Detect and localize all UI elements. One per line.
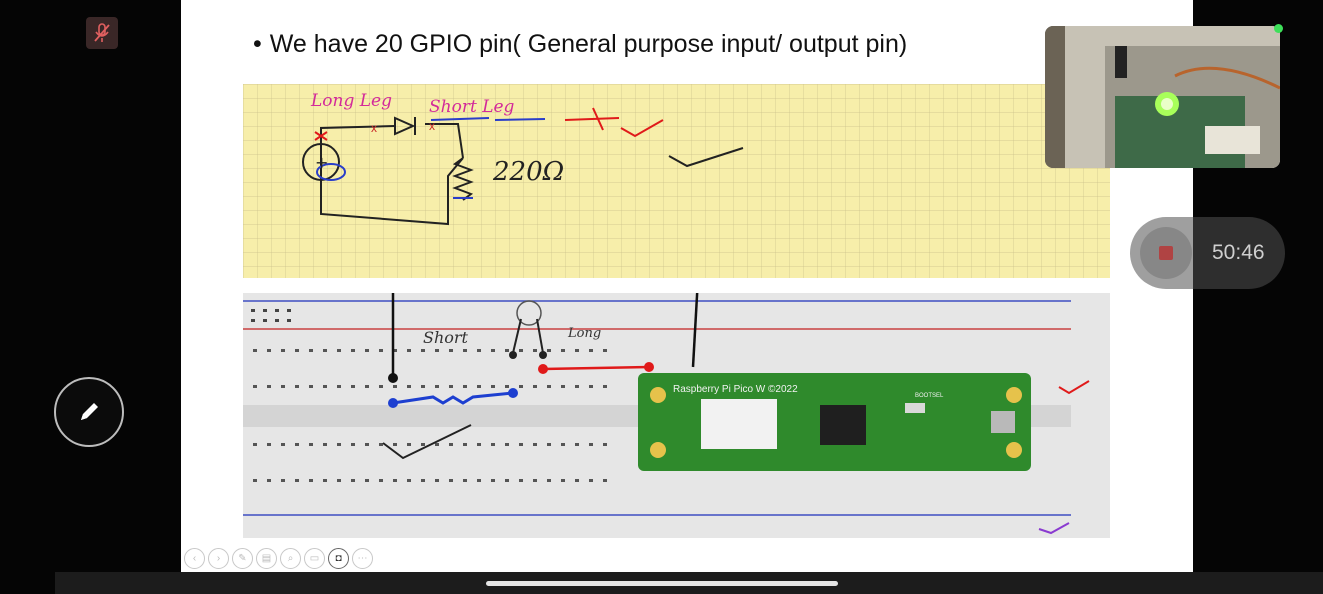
camera-preview[interactable] bbox=[1045, 26, 1280, 168]
short-lead-label: Short bbox=[423, 328, 469, 347]
microphone-muted-button[interactable] bbox=[86, 17, 118, 49]
short-leg-label: Short Leg bbox=[429, 97, 515, 117]
chevron-left-icon: ‹ bbox=[192, 553, 197, 564]
camera-preview-image bbox=[1045, 26, 1280, 168]
recording-control: 50:46 bbox=[1130, 217, 1285, 289]
long-lead-label: Long bbox=[567, 326, 601, 341]
circuit-sketch: + x x Long Leg Short Leg 220Ω bbox=[243, 84, 1110, 278]
subtitles-button[interactable]: ▭ bbox=[304, 548, 325, 569]
svg-text:x: x bbox=[371, 121, 377, 135]
pico-board-label: Raspberry Pi Pico W ©2022 bbox=[673, 384, 798, 395]
pages-button[interactable]: ▤ bbox=[256, 548, 277, 569]
microphone-muted-icon bbox=[94, 23, 110, 42]
zoom-button[interactable]: ⌕ bbox=[280, 548, 301, 569]
camera-icon: ◘ bbox=[335, 553, 342, 564]
title-bullet: • bbox=[253, 30, 262, 58]
stop-icon bbox=[1159, 246, 1173, 260]
breadboard-diagram: Short Long Raspberry Pi Pico W ©2022 BOO… bbox=[243, 293, 1110, 538]
subtitles-icon: ▭ bbox=[309, 553, 320, 564]
pages-icon: ▤ bbox=[261, 553, 272, 564]
svg-text:x: x bbox=[429, 119, 435, 133]
next-slide-button[interactable]: › bbox=[208, 548, 229, 569]
more-options-button[interactable]: ⋯ bbox=[352, 548, 373, 569]
camera-active-indicator bbox=[1274, 24, 1283, 33]
pen-icon: ✎ bbox=[238, 553, 247, 564]
long-leg-label: Long Leg bbox=[310, 91, 392, 111]
bootsel-label: BOOTSEL bbox=[915, 393, 944, 399]
slide-title: •We have 20 GPIO pin( General purpose in… bbox=[253, 30, 907, 59]
more-icon: ⋯ bbox=[357, 553, 368, 564]
slide-toolbar: ‹ › ✎ ▤ ⌕ ▭ ◘ ⋯ bbox=[184, 548, 373, 572]
chevron-right-icon: › bbox=[216, 553, 221, 564]
pen-tool-button[interactable]: ✎ bbox=[232, 548, 253, 569]
presentation-slide: •We have 20 GPIO pin( General purpose in… bbox=[181, 0, 1193, 578]
previous-slide-button[interactable]: ‹ bbox=[184, 548, 205, 569]
recording-timer: 50:46 bbox=[1212, 241, 1265, 264]
pencil-icon bbox=[81, 403, 98, 420]
svg-text:+: + bbox=[315, 153, 328, 172]
resistor-value-label: 220Ω bbox=[492, 157, 564, 187]
annotate-button[interactable] bbox=[54, 377, 124, 447]
home-indicator[interactable] bbox=[486, 581, 838, 586]
camera-button[interactable]: ◘ bbox=[328, 548, 349, 569]
slide-title-text: We have 20 GPIO pin( General purpose inp… bbox=[269, 30, 908, 58]
magnifier-icon: ⌕ bbox=[287, 553, 294, 564]
left-control-rail bbox=[0, 0, 181, 594]
stop-recording-button[interactable] bbox=[1140, 227, 1192, 279]
